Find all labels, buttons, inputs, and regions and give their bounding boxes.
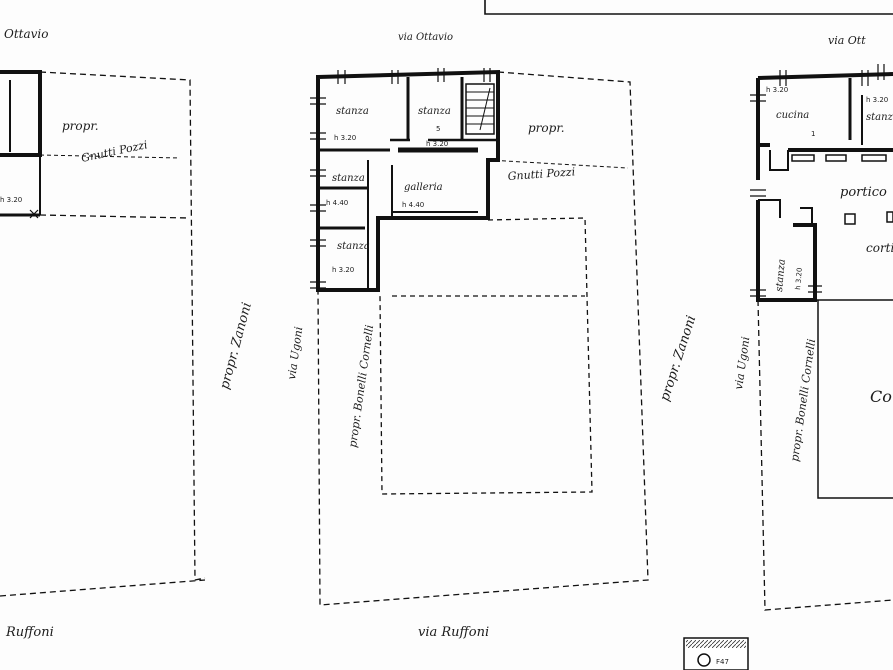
dim-label-h-a: h 3.20 <box>334 134 356 142</box>
street-label-top-right: via Ott <box>828 34 866 47</box>
room-number-5: 5 <box>436 125 440 133</box>
room-label-stanza-d: stanza <box>337 241 370 252</box>
street-label-bottom-left: Ruffoni <box>5 625 54 640</box>
street-label-top-center: via Ottavio <box>398 32 453 43</box>
room-label-stanza-right-top: stanza <box>866 112 893 123</box>
dim-label-left: h 3.20 <box>0 196 22 204</box>
street-label-bottom-center: via Ruffoni <box>418 625 489 640</box>
dim-label-h-f: h 3.20 <box>766 86 788 94</box>
right-courtyard <box>815 299 893 499</box>
dim-label-h-c: h 4.40 <box>326 199 348 207</box>
neighbor-label-bonelli-center: propr. Bonelli Cornelli <box>346 324 376 448</box>
dim-label-h-g: h 3.20 <box>866 96 888 104</box>
neighbor-label-gnutti-left: Gnutti Pozzi <box>80 138 149 165</box>
room-number-1: 1 <box>811 130 815 138</box>
center-courtyard <box>379 217 593 495</box>
room-label-stanza-c: stanza <box>332 173 365 184</box>
room-label-stanza-b: stanza <box>418 106 451 117</box>
neighbor-label-propr-center: propr. <box>528 121 565 135</box>
left-lot-boundary <box>39 71 196 581</box>
dim-label-h-b: h 3.20 <box>426 140 448 148</box>
neighbor-label-zanoni-left: propr. Zanoni <box>217 301 255 391</box>
dim-label-h-h: h 3.20 <box>794 267 804 290</box>
right-plan <box>750 64 893 611</box>
street-label-side-right: via Ugoni <box>732 336 752 391</box>
room-label-stanza-a: stanza <box>336 106 369 117</box>
room-label-portico: portico <box>840 185 887 200</box>
stamp-code: F47 <box>716 658 729 666</box>
neighbor-label-bonelli-right: propr. Bonelli Cornelli <box>788 338 818 462</box>
room-label-cortile: corti <box>866 241 893 255</box>
street-label-side-center: via Ugoni <box>285 326 305 381</box>
room-label-stanza-right-side: stanza <box>774 259 788 293</box>
title-frame <box>484 0 893 15</box>
room-label-galleria: galleria <box>404 182 443 193</box>
room-label-cortile-big: Co <box>870 387 892 406</box>
right-lot-boundary <box>757 299 893 611</box>
left-plan <box>0 70 206 597</box>
street-label-top-left: Ottavio <box>4 27 48 41</box>
neighbor-label-gnutti-center: Gnutti Pozzi <box>507 165 575 183</box>
dim-label-h-d: h 3.20 <box>332 266 354 274</box>
center-plan <box>310 68 649 606</box>
dim-label-h-e: h 4.40 <box>402 201 424 209</box>
neighbor-label-propr-left: propr. <box>62 119 99 133</box>
center-lot-boundary <box>317 71 649 606</box>
neighbor-label-zanoni-center: propr. Zanoni <box>658 314 700 404</box>
archive-stamp: F47 <box>683 637 749 670</box>
room-label-cucina: cucina <box>776 110 809 121</box>
